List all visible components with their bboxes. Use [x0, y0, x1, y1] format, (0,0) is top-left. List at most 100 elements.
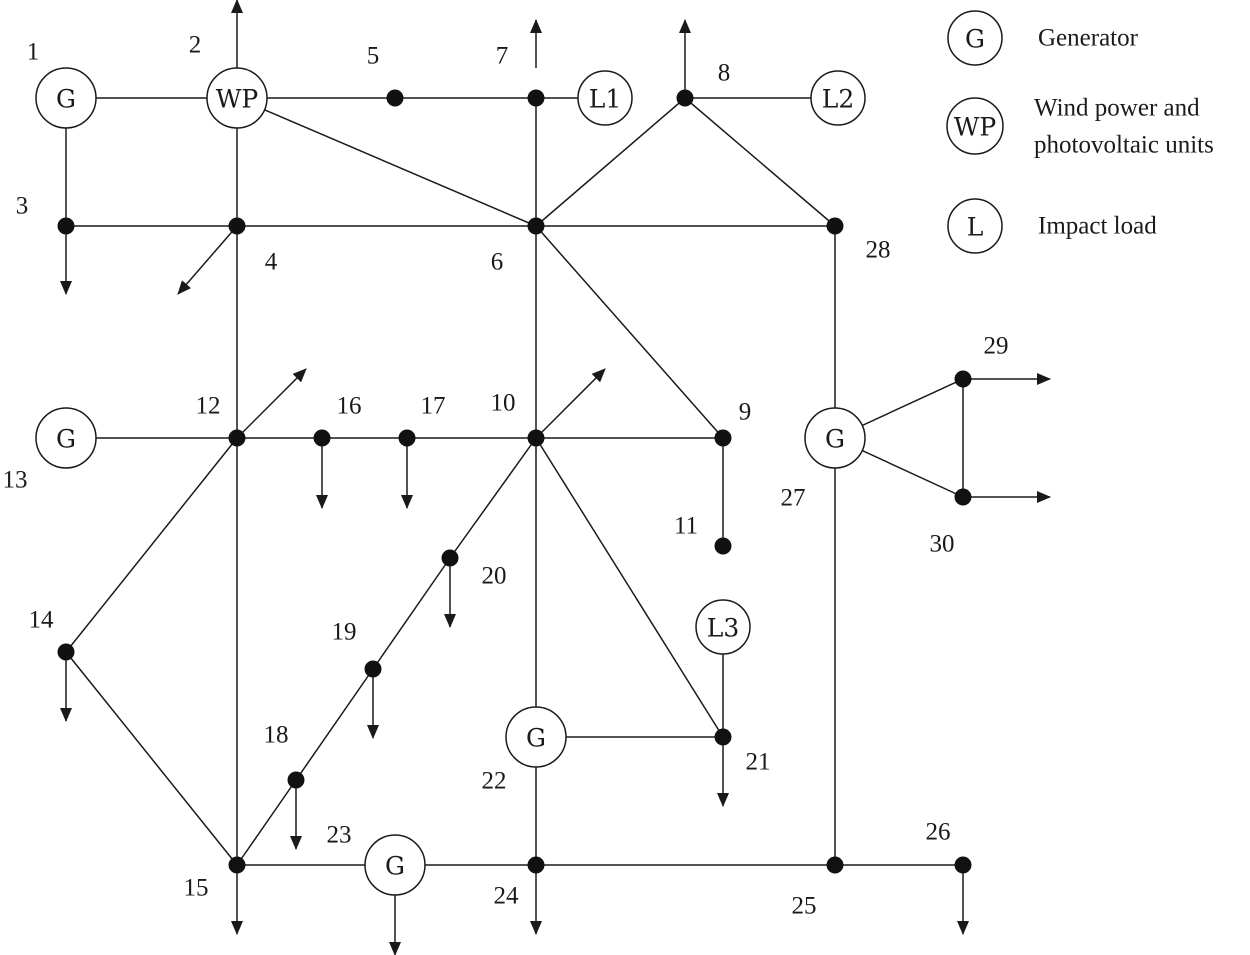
bus-29-label: 29 — [984, 333, 1009, 360]
bus-24-label: 24 — [494, 883, 520, 910]
legend-label: photovoltaic units — [1034, 132, 1214, 159]
bus-3-node — [57, 217, 75, 235]
bus-10-label: 10 — [491, 390, 516, 417]
legend-symbol-circle — [946, 97, 1004, 155]
bus-1-generator: G — [35, 67, 97, 129]
bus-17-node — [398, 429, 416, 447]
device-symbol: G — [56, 85, 76, 114]
impact-load-L2: L2 — [810, 70, 866, 126]
bus-20-label: 20 — [482, 563, 507, 590]
line-b6-b8 — [535, 97, 686, 227]
bus-12-node — [228, 429, 246, 447]
device-symbol: WP — [216, 85, 259, 114]
load-arrow-b10 — [535, 368, 606, 439]
bus-25-node — [826, 856, 844, 874]
bus-4-label: 4 — [265, 249, 278, 276]
device-circle — [804, 407, 866, 469]
line-b20-b10 — [449, 437, 537, 559]
bus-6-label: 6 — [491, 249, 504, 276]
load-arrow-b12 — [236, 368, 307, 439]
bus-7-node — [527, 89, 545, 107]
load-arrows — [60, 0, 1051, 955]
device-circle — [35, 407, 97, 469]
bus-7-label: 7 — [496, 43, 509, 70]
line-b6-b9 — [535, 225, 724, 439]
bus-4-node — [228, 217, 246, 235]
bus-5-node — [386, 89, 404, 107]
bus-9-label: 9 — [739, 399, 752, 426]
device-circle — [505, 706, 567, 768]
line-b10-b21 — [535, 437, 724, 738]
bus-8-label: 8 — [718, 60, 731, 87]
load-symbol: L2 — [822, 85, 855, 114]
line-b15-b18 — [236, 779, 297, 866]
legend-symbol: WP — [954, 113, 997, 142]
line-b8-b28 — [684, 97, 836, 227]
line-b19-b20 — [372, 557, 451, 670]
bus-29-node — [954, 370, 972, 388]
line-b14-b15 — [65, 651, 238, 866]
device-circle — [35, 67, 97, 129]
load-symbol: L1 — [589, 85, 622, 114]
device-circle — [206, 67, 268, 129]
legend-symbol: L — [967, 213, 984, 242]
bus-14-node — [57, 643, 75, 661]
bus-8-node — [676, 89, 694, 107]
impact-load-L3: L3 — [695, 599, 751, 655]
bus-16-label: 16 — [337, 393, 362, 420]
bus-13-generator: G — [35, 407, 97, 469]
bus-25-label: 25 — [792, 893, 817, 920]
bus-19-label: 19 — [332, 619, 357, 646]
bus-14-label: 14 — [29, 607, 55, 634]
bus-5-label: 5 — [367, 43, 380, 70]
load-circle — [810, 70, 866, 126]
bus-18-label: 18 — [264, 722, 289, 749]
bus-10-node — [527, 429, 545, 447]
bus-6-node — [527, 217, 545, 235]
legend-label: Impact load — [1038, 213, 1157, 240]
legend-symbol-circle — [947, 10, 1003, 66]
load-circle — [577, 70, 633, 126]
legend-label: Wind power and — [1034, 95, 1200, 122]
bus-28-label: 28 — [866, 237, 891, 264]
legend-item-3: L Impact load — [947, 198, 1157, 254]
bus-9-node — [714, 429, 732, 447]
impact-load-L1: L1 — [577, 70, 633, 126]
bus-22-generator: G — [505, 706, 567, 768]
bus-23-generator: G — [364, 834, 426, 896]
bus-13-label: 13 — [3, 467, 28, 494]
bus-27-label: 27 — [781, 485, 806, 512]
bus-17-label: 17 — [421, 393, 446, 420]
bus-26-node — [954, 856, 972, 874]
bus-1-label: 1 — [27, 39, 40, 66]
bus-28-node — [826, 217, 844, 235]
legend-symbol: G — [965, 25, 985, 54]
load-circle — [695, 599, 751, 655]
bus-27-generator: G — [804, 407, 866, 469]
bus-18-node — [287, 771, 305, 789]
device-symbol: G — [526, 724, 546, 753]
bus-30-node — [954, 488, 972, 506]
line-b12-b14 — [65, 437, 238, 653]
line-b18-b19 — [295, 668, 374, 781]
load-symbol: L3 — [707, 614, 740, 643]
bus-12-label: 12 — [196, 393, 221, 420]
bus-2-wind-pv-unit: WP — [206, 67, 268, 129]
bus-11-label: 11 — [674, 513, 698, 540]
bus-3-label: 3 — [16, 193, 29, 220]
bus-23-label: 23 — [327, 822, 352, 849]
bus-26-label: 26 — [926, 819, 951, 846]
bus-11-node — [714, 537, 732, 555]
bus-20-node — [441, 549, 459, 567]
device-symbol: G — [825, 425, 845, 454]
device-symbol: G — [56, 425, 76, 454]
device-circle — [364, 834, 426, 896]
bus-15-label: 15 — [184, 875, 209, 902]
device-symbol: G — [385, 852, 405, 881]
bus-21-label: 21 — [746, 749, 771, 776]
